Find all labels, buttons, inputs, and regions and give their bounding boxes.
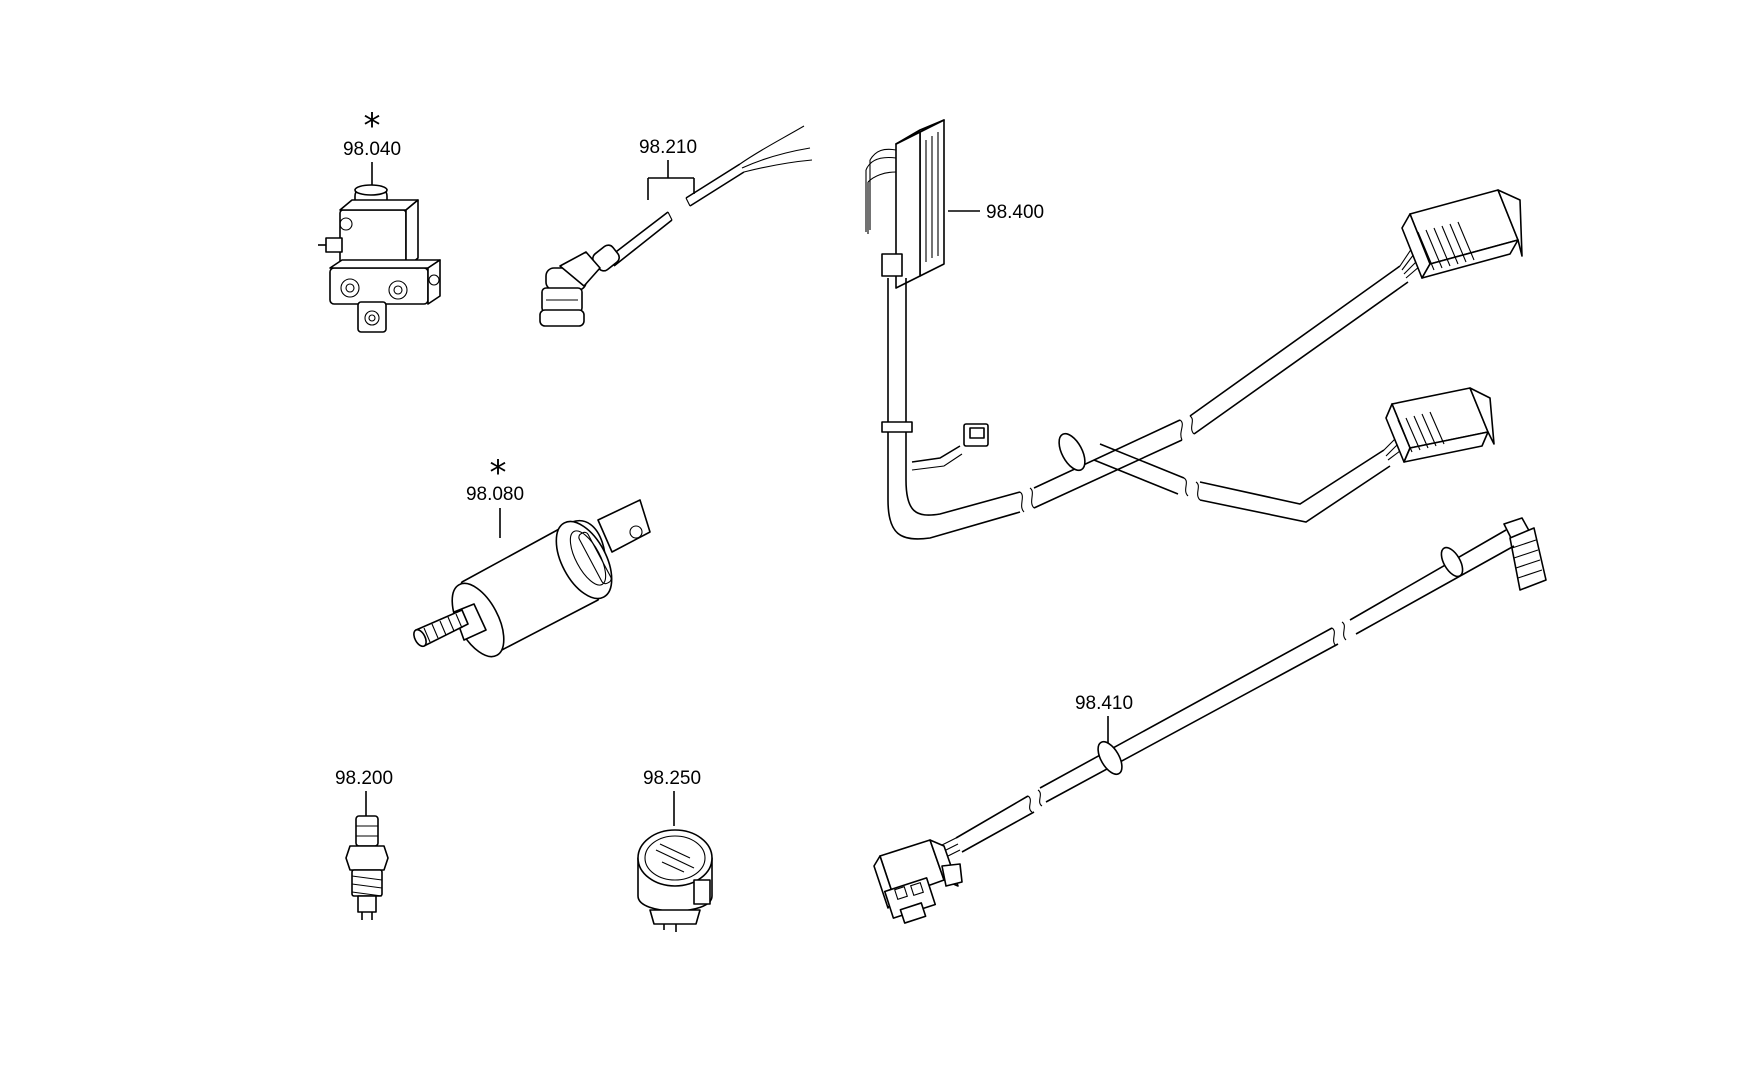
actuator-cylinder-icon [413, 499, 651, 658]
gauge-icon [637, 829, 713, 932]
solenoid-valve-icon [318, 184, 441, 333]
part-98250[interactable]: 98.250 [637, 768, 713, 932]
part-98040[interactable]: * 98.040 [318, 106, 441, 333]
pressure-switch-icon [345, 815, 389, 920]
sensor-cable-icon [539, 125, 813, 327]
wiring-harness-icon [865, 119, 1523, 540]
part-98200[interactable]: 98.200 [335, 768, 393, 920]
cable-assembly-icon [873, 517, 1547, 924]
asterisk-marker: * [490, 453, 507, 493]
label-98410: 98.410 [1075, 693, 1133, 714]
label-98200: 98.200 [335, 768, 393, 789]
label-98040: 98.040 [343, 139, 401, 160]
label-98400: 98.400 [986, 202, 1044, 223]
label-98080: 98.080 [466, 484, 524, 505]
part-98210[interactable]: 98.210 [539, 125, 813, 327]
label-98250: 98.250 [643, 768, 701, 789]
asterisk-marker: * [364, 106, 381, 146]
part-98410[interactable]: 98.410 [873, 517, 1547, 924]
part-98400[interactable]: 98.400 [865, 119, 1523, 540]
part-98080[interactable]: * 98.080 [411, 453, 651, 665]
label-98210: 98.210 [639, 137, 697, 158]
